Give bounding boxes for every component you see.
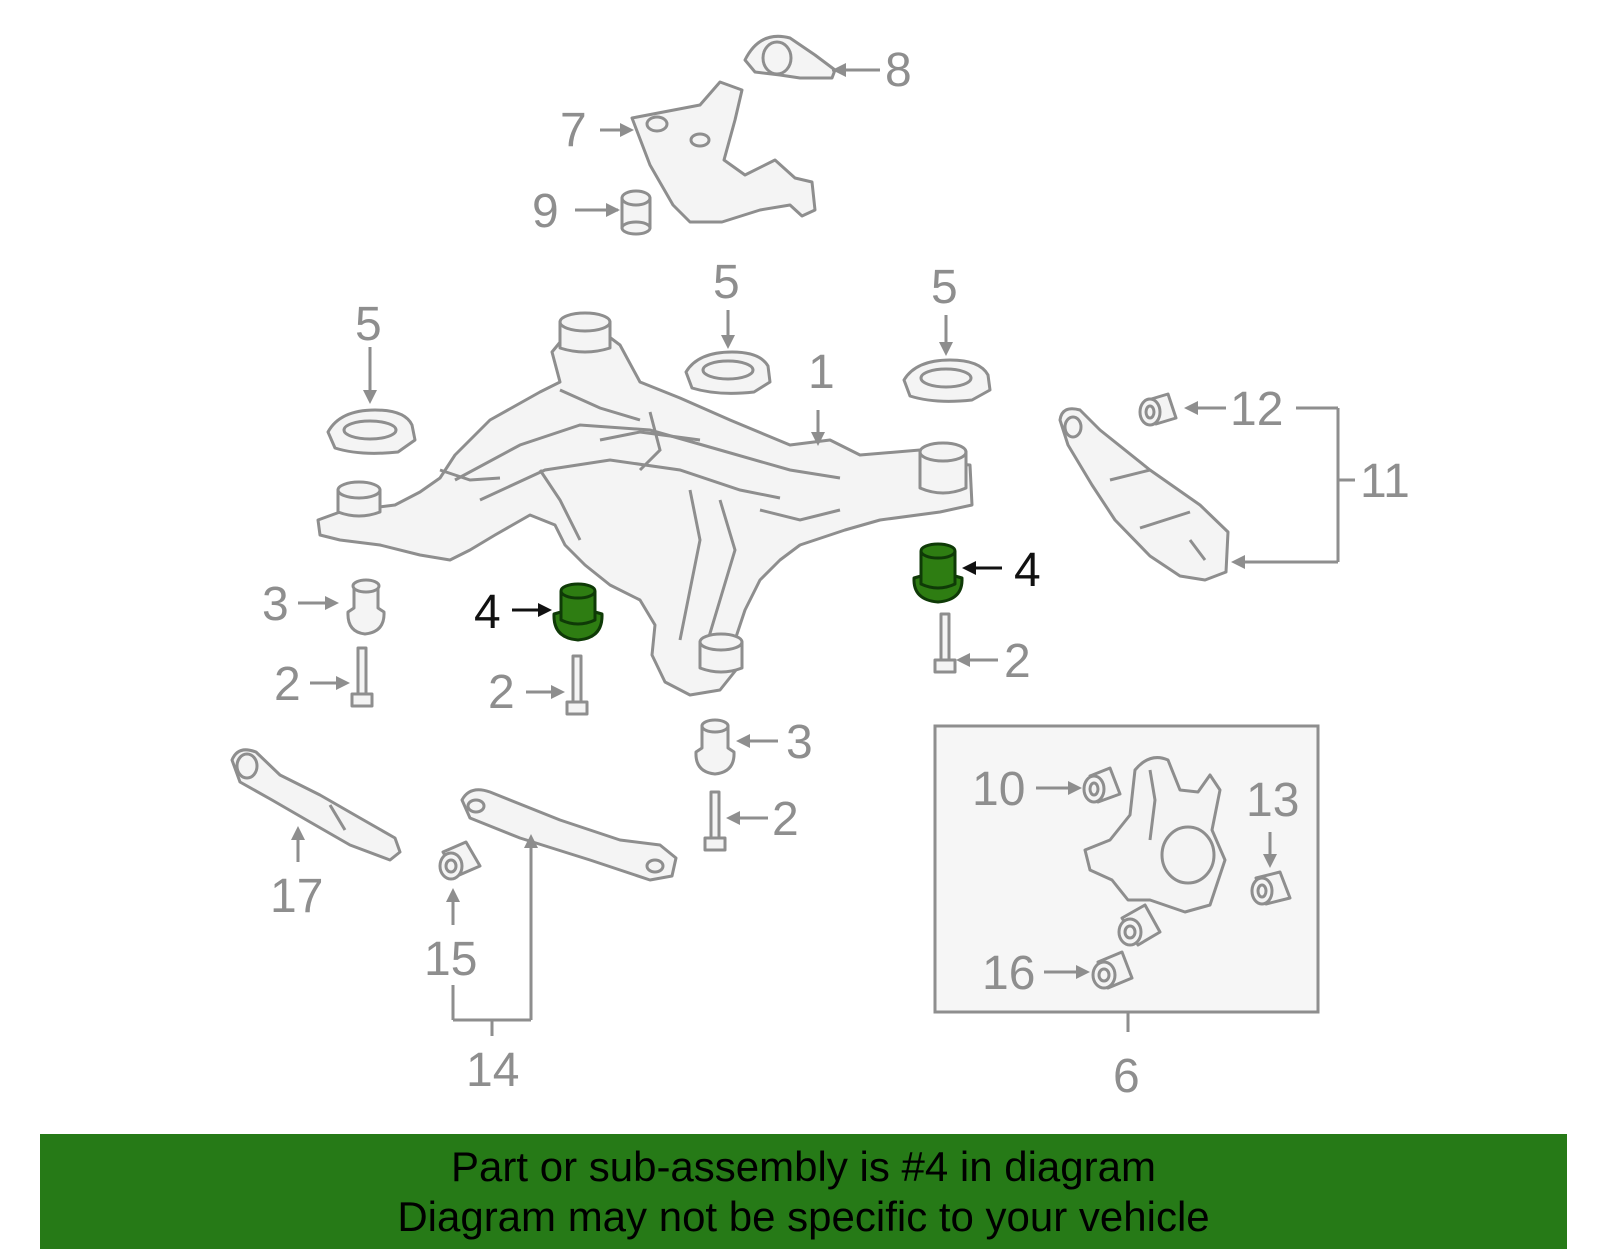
callout-1: 1 — [808, 346, 835, 399]
part-10-bushing: 10 — [972, 763, 1122, 816]
parts-diagram: 8 7 9 5 5 5 — [230, 34, 1410, 1103]
part-2-bolt-a: 2 — [274, 646, 374, 711]
part-6-knuckle — [1083, 756, 1227, 914]
part-12-bushing: 12 — [1138, 383, 1283, 436]
callout-12: 12 — [1230, 383, 1283, 436]
callout-13: 13 — [1246, 774, 1299, 827]
callout-7: 7 — [560, 104, 587, 157]
part-2-bolt-b: 2 — [488, 654, 589, 719]
part-3-bushing-left: 3 — [262, 578, 386, 636]
part-4-bushing-left: 4 — [474, 582, 604, 642]
callout-2c: 2 — [1004, 635, 1031, 688]
part-5-washer-right: 5 — [902, 261, 992, 403]
callout-14: 14 — [466, 1044, 519, 1097]
part-9-bushing: 9 — [532, 185, 652, 238]
part-1-subframe: 1 — [316, 311, 974, 697]
part-16-bushing: 16 — [982, 947, 1134, 1000]
part-11-arm: 11 — [1058, 406, 1410, 582]
part-8-mount: 8 — [743, 34, 912, 97]
callout-16: 16 — [982, 947, 1035, 1000]
callout-4a: 4 — [474, 586, 501, 639]
callout-17: 17 — [270, 870, 323, 923]
part-4-bushing-right: 4 — [912, 542, 1041, 604]
callout-2a: 2 — [274, 658, 301, 711]
callout-5b: 5 — [713, 256, 740, 309]
callout-11: 11 — [1360, 455, 1410, 508]
callout-8: 8 — [885, 44, 912, 97]
callout-2d: 2 — [772, 793, 799, 846]
callout-6: 6 — [1113, 1050, 1140, 1103]
callout-2b: 2 — [488, 666, 515, 719]
banner-line-2: Diagram may not be specific to your vehi… — [397, 1193, 1210, 1240]
part-knuckle-lower-bushing — [1117, 903, 1162, 947]
callout-9: 9 — [532, 185, 559, 238]
part-14-arm: 14 — [453, 788, 678, 1097]
callout-10: 10 — [972, 763, 1025, 816]
part-3-bushing-right: 3 — [694, 716, 813, 776]
part-5-washer-center: 5 — [684, 256, 772, 395]
part-17-link: 17 — [230, 748, 402, 923]
callout-3a: 3 — [262, 578, 289, 631]
callout-15: 15 — [424, 933, 477, 986]
part-15-bushing: 15 — [424, 840, 482, 1020]
banner-line-1: Part or sub-assembly is #4 in diagram — [451, 1143, 1156, 1190]
callout-4b: 4 — [1014, 544, 1041, 597]
callout-3b: 3 — [786, 716, 813, 769]
part-2-bolt-c: 2 — [933, 612, 1031, 688]
callout-5a: 5 — [355, 298, 382, 351]
part-13-bushing: 13 — [1246, 774, 1299, 906]
callout-5c: 5 — [931, 261, 958, 314]
part-7-bracket: 7 — [560, 80, 817, 224]
part-2-bolt-d: 2 — [703, 790, 799, 852]
info-banner: Part or sub-assembly is #4 in diagram Di… — [40, 1134, 1567, 1249]
part-5-washer-left: 5 — [326, 298, 417, 455]
